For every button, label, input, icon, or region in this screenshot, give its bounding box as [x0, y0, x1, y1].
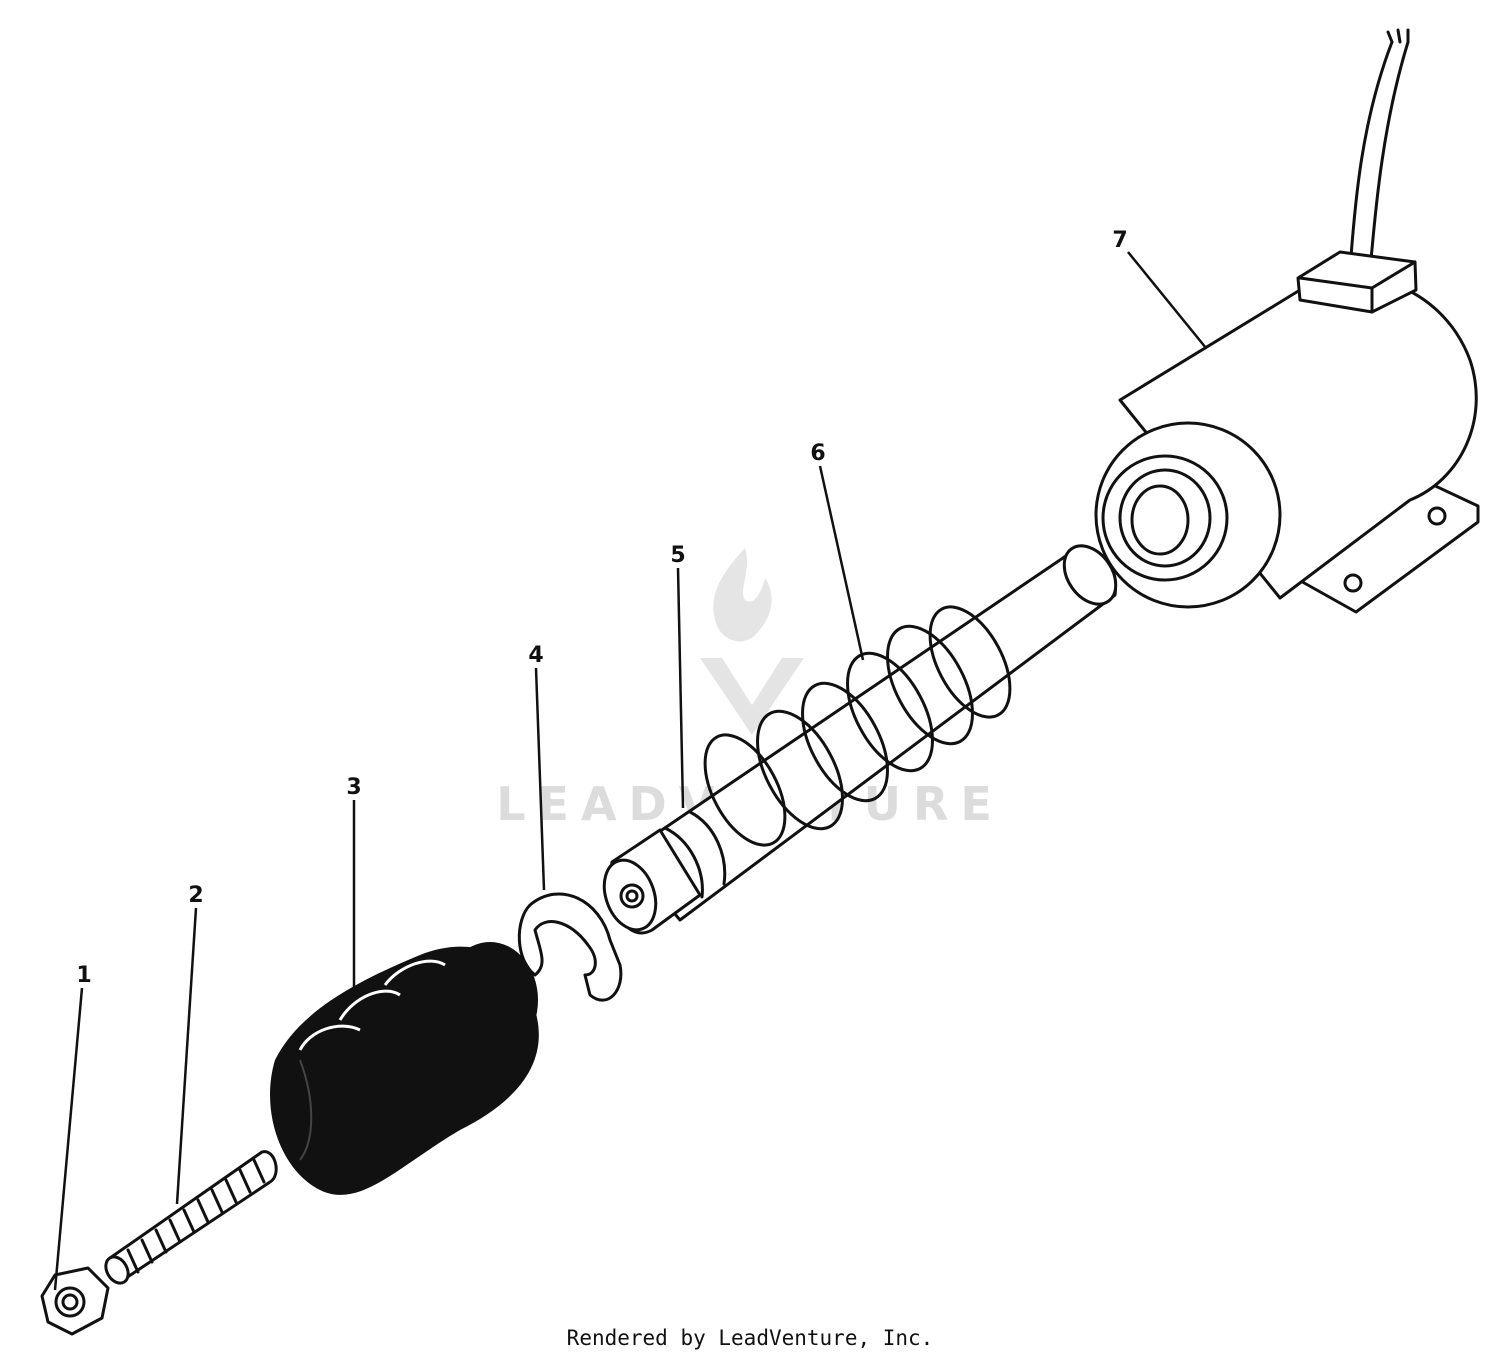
- leadventure-watermark-logo: [700, 548, 804, 735]
- leader-line-2: [175, 907, 198, 1205]
- callout-labels: 1 2 3 4 5 6 7: [76, 228, 1127, 988]
- callout-3: 3: [346, 775, 361, 800]
- leader-lines: [53, 251, 1207, 1291]
- leader-line-7: [1127, 251, 1207, 349]
- callout-5: 5: [670, 543, 685, 568]
- solenoid-part: [1094, 28, 1480, 614]
- clip-part: [517, 892, 623, 1002]
- callout-4: 4: [528, 643, 543, 668]
- callout-7: 7: [1112, 228, 1127, 253]
- leader-line-5: [676, 567, 685, 809]
- nut-part: [40, 1266, 110, 1336]
- leader-line-4: [534, 667, 546, 891]
- callout-2: 2: [188, 883, 203, 908]
- rendered-by-credit: Rendered by LeadVenture, Inc.: [566, 1326, 934, 1350]
- stud-part: [104, 1150, 278, 1285]
- leader-line-6: [818, 465, 865, 661]
- leader-line-1: [53, 987, 84, 1291]
- plunger-part: [602, 544, 1118, 935]
- spring-part: [703, 605, 1012, 847]
- callout-1: 1: [76, 963, 91, 988]
- callout-6: 6: [810, 441, 825, 466]
- boot-part: [270, 942, 539, 1195]
